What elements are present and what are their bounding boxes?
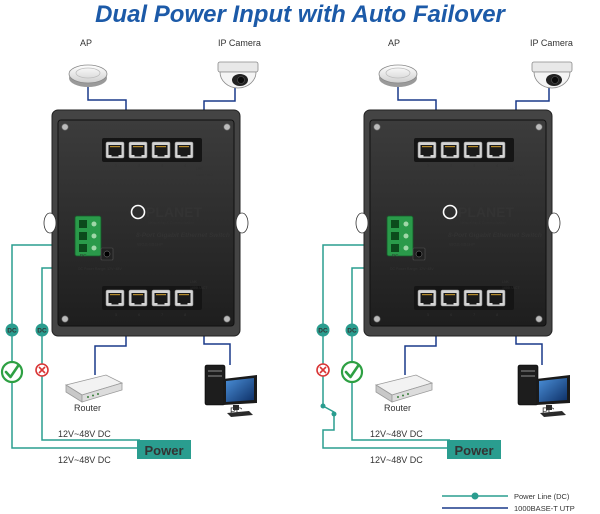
dc-label: DC	[392, 253, 399, 258]
led-legend-1: LNK	[508, 167, 515, 171]
port-number: 3	[473, 163, 476, 168]
power-badge	[137, 440, 191, 459]
led-legend-2: 1000 / ACT	[502, 286, 520, 290]
dc-badge-label: DC	[37, 328, 47, 335]
led-legend-1: LNK	[502, 280, 509, 284]
check-icon	[0, 360, 24, 384]
led-legend-1: LNK	[196, 167, 203, 171]
ap-label: AP	[80, 38, 92, 48]
legend-utp: 1000BASE-T UTP	[514, 504, 575, 513]
port-number: 5	[427, 312, 430, 317]
power-range: DC Power Range: 12V~48V	[390, 267, 434, 271]
pc-label: PC	[230, 406, 243, 416]
tagline: Networking & Communication	[460, 221, 506, 225]
legend-power-line: Power Line (DC)	[514, 492, 570, 501]
power-label: Power	[144, 443, 183, 458]
port-number: 4	[184, 163, 187, 168]
dc-badge-label: DC	[318, 328, 328, 335]
voltage-label: 12V~48V DC	[370, 455, 423, 465]
led-legend-1: LNK	[190, 280, 197, 284]
voltage-label: 12V~48V DC	[370, 429, 423, 439]
tagline: Networking & Communication	[148, 221, 194, 225]
cross-icon	[316, 363, 330, 377]
pwr-label: PWR	[81, 209, 92, 214]
model-name: 8-Port Gigabit Ethernet Switch	[136, 232, 230, 239]
model-code: WGS-804HP	[137, 242, 163, 247]
port-number: 8	[496, 312, 499, 317]
ap-label: AP	[388, 38, 400, 48]
port-number: 8	[184, 312, 187, 317]
power-badge	[447, 440, 501, 459]
pc-label: PC	[542, 406, 555, 416]
led-legend-2: 1000 / ACT	[190, 286, 208, 290]
port-number: 6	[450, 312, 453, 317]
switch-2-text: PLANET Networking & Communication 8-Port…	[390, 163, 542, 317]
dc-label: DC	[80, 253, 87, 258]
model-code: WGS-804HP	[449, 242, 475, 247]
voltage-label: 12V~48V DC	[58, 429, 111, 439]
port-number: 6	[138, 312, 141, 317]
port-number: 7	[161, 312, 164, 317]
cross-icon	[35, 363, 49, 377]
diagram-title: Dual Power Input with Auto Failover	[95, 1, 505, 28]
led-legend-2: 1000 / ACT	[196, 173, 214, 177]
switch-1-text: PLANET Networking & Communication 8-Port…	[78, 163, 230, 317]
model-name: 8-Port Gigabit Ethernet Switch	[448, 232, 542, 239]
port-number: 1	[427, 163, 430, 168]
router-label: Router	[74, 403, 101, 413]
port-number: 5	[115, 312, 118, 317]
port-number: 2	[138, 163, 141, 168]
power-label: Power	[454, 443, 493, 458]
brand-logo: PLANET	[458, 204, 514, 220]
dc-badge-label: DC	[7, 328, 17, 335]
camera-label: IP Camera	[218, 38, 261, 48]
legend: Power Line (DC) 1000BASE-T UTP	[442, 492, 575, 513]
check-icon	[340, 360, 364, 384]
pwr-label: PWR	[393, 209, 404, 214]
port-number: 2	[450, 163, 453, 168]
port-number: 1	[115, 163, 118, 168]
router-label: Router	[384, 403, 411, 413]
voltage-label: 12V~48V DC	[58, 455, 111, 465]
power-range: DC Power Range: 12V~48V	[78, 267, 122, 271]
panel-2	[320, 61, 573, 449]
camera-label: IP Camera	[530, 38, 573, 48]
brand-logo: PLANET	[146, 204, 202, 220]
port-number: 7	[473, 312, 476, 317]
panel-1	[11, 61, 259, 449]
dc-badges: DC DC DC DC	[5, 323, 359, 337]
led-legend-2: 1000 / ACT	[508, 173, 526, 177]
port-number: 4	[496, 163, 499, 168]
dc-badge-label: DC	[347, 328, 357, 335]
port-number: 3	[161, 163, 164, 168]
